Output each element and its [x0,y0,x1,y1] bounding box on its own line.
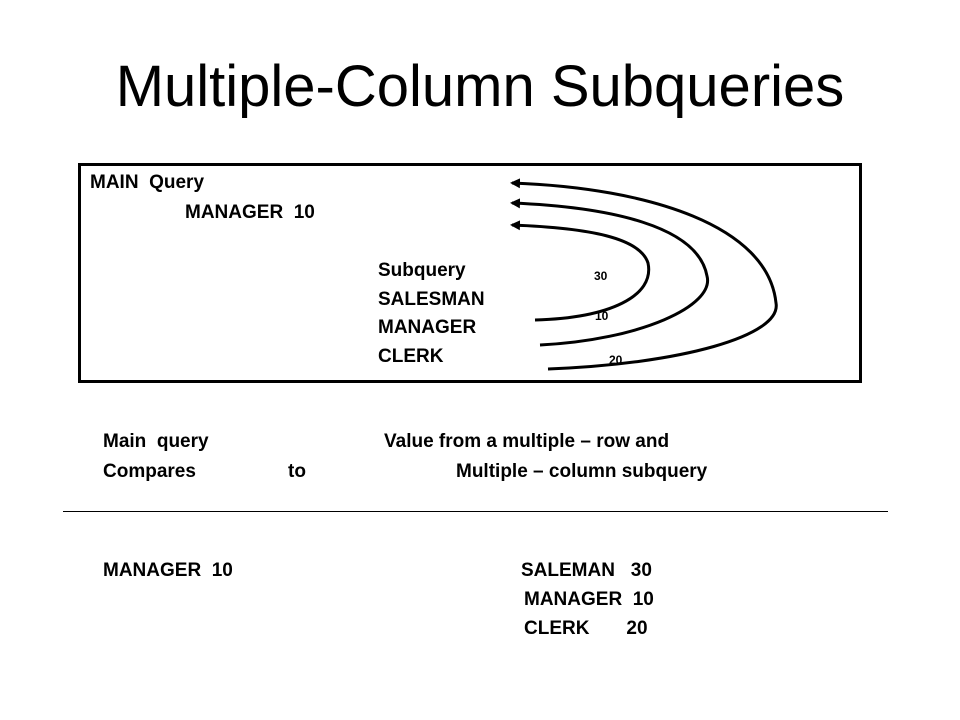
caption-main-query: Main query [103,431,209,452]
arc-value-20: 20 [609,353,623,367]
main-query-value: MANAGER 10 [185,202,315,223]
result-row-manager: MANAGER 10 [524,589,654,610]
arc-value-10: 10 [595,309,609,323]
subquery-row-clerk: CLERK [378,346,444,367]
subquery-label: Subquery [378,260,466,281]
result-main-query: MANAGER 10 [103,560,233,581]
result-row-saleman: SALEMAN 30 [521,560,652,581]
subquery-row-salesman: SALESMAN [378,289,485,310]
arrow-arc-outer [510,178,778,371]
arrow-arc-middle [510,198,710,347]
arc-value-30: 30 [594,269,608,283]
arrow-arc-inner [510,220,651,322]
caption-value-from: Value from a multiple – row and [384,431,670,452]
slide-title: Multiple-Column Subqueries [115,54,845,119]
caption-to: to [288,461,306,482]
subquery-row-manager: MANAGER [378,317,477,338]
main-query-label: MAIN Query [90,172,205,193]
result-row-clerk: CLERK 20 [524,618,648,639]
diagram-box [78,163,862,383]
caption-compares: Compares [103,461,196,482]
divider-line [63,511,888,512]
caption-multiple-column: Multiple – column subquery [456,461,708,482]
